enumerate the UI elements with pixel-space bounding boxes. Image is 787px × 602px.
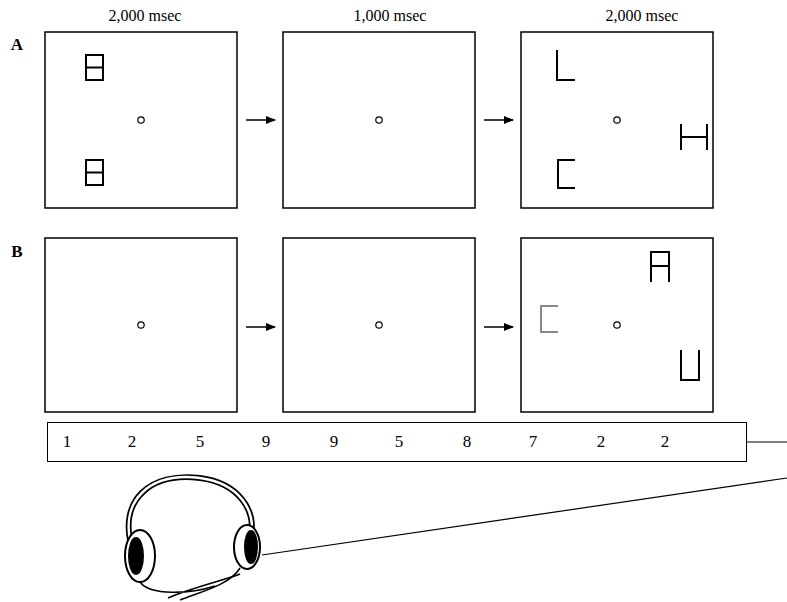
display-frame	[521, 32, 713, 208]
fixation-points	[138, 117, 620, 328]
duration-label: 1,000 msec	[354, 8, 427, 24]
spoken-digit: 5	[196, 433, 205, 450]
duration-label: 2,000 msec	[109, 8, 182, 24]
spoken-digit: 2	[128, 433, 137, 450]
spoken-digit: 8	[463, 433, 472, 450]
display-frame	[521, 238, 713, 412]
panel-letter: A	[11, 36, 23, 53]
duration-label: 2,000 msec	[606, 8, 679, 24]
spoken-digit: 9	[330, 433, 339, 450]
spoken-digit: 1	[63, 433, 72, 450]
spoken-digit: 2	[597, 433, 606, 450]
segment-stimuli	[86, 50, 707, 380]
sequence-arrows	[246, 120, 513, 327]
display-frame	[45, 32, 237, 208]
spoken-digit: 9	[262, 433, 271, 450]
spoken-digit: 5	[395, 433, 404, 450]
panel-letter: B	[11, 243, 22, 260]
display-frame	[45, 238, 237, 412]
grey-stimulus	[541, 306, 558, 332]
spoken-digit: 7	[529, 433, 538, 450]
display-frame	[283, 32, 475, 208]
headphones-icon	[125, 477, 260, 600]
digit-stream-box: 1 2 5 9 9 5 8 7 2 2	[47, 422, 747, 462]
display-frame	[283, 238, 475, 412]
spoken-digit: 2	[661, 433, 670, 450]
